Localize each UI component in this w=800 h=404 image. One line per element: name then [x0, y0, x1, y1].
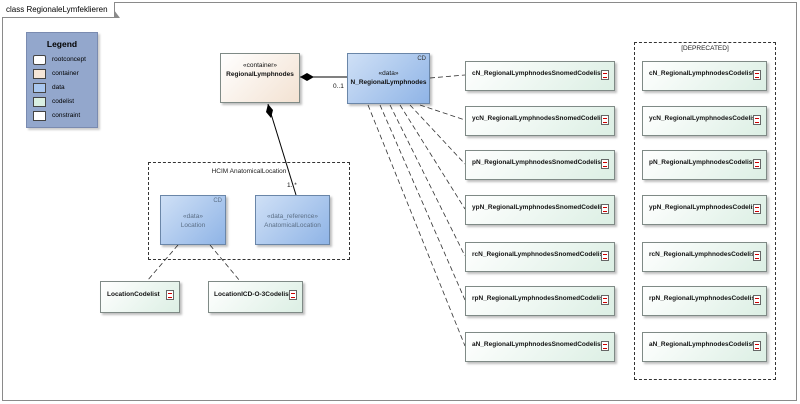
- codelist-box[interactable]: pN_RegionalLymphnodesSnomedCodelist: [465, 150, 615, 180]
- legend-swatch: [33, 111, 46, 121]
- codelist-icon: [601, 115, 609, 125]
- codelist-name: ypN_RegionalLymphnodesSnomedCodelist: [472, 204, 607, 211]
- location-stereotype: «data»: [183, 213, 203, 220]
- codelist-icon: [753, 251, 761, 261]
- codelist-icon: [601, 341, 609, 351]
- codelist-icon: [601, 251, 609, 261]
- location-codelist-box[interactable]: LocationCodelist: [100, 281, 180, 313]
- codelist-box[interactable]: cN_RegionalLymphnodesSnomedCodelist: [465, 61, 615, 91]
- codelist-name: rpN_RegionalLymphnodesCodelist: [649, 295, 758, 302]
- codelist-name: LocationICD-O-3Codelist: [214, 291, 291, 298]
- codelist-icon: [753, 70, 761, 80]
- multiplicity-data: 0..1: [333, 83, 344, 90]
- anatomical-stereotype: «data_reference»: [267, 213, 318, 220]
- codelist-icon: [166, 290, 174, 300]
- container-name: RegionalLymphnodes: [226, 71, 294, 78]
- location-icd-codelist-box[interactable]: LocationICD-O-3Codelist: [208, 281, 303, 313]
- codelist-box[interactable]: rpN_RegionalLymphnodesSnomedCodelist: [465, 286, 615, 316]
- codelist-name: rpN_RegionalLymphnodesSnomedCodelist: [472, 295, 606, 302]
- data-stereotype: «data»: [378, 70, 399, 77]
- dependency-connectors: [146, 74, 466, 347]
- diagram-title: class RegionaleLymfeklieren: [2, 2, 120, 18]
- legend-title: Legend: [46, 39, 78, 49]
- deprecated-title: [DEPRECATED]: [681, 45, 729, 52]
- data-reference-anatomical-location[interactable]: «data_reference» AnatomicalLocation: [255, 195, 330, 245]
- cd-badge: CD: [213, 198, 222, 204]
- codelist-box[interactable]: rcN_RegionalLymphnodesSnomedCodelist: [465, 242, 615, 272]
- codelist-icon: [601, 204, 609, 214]
- hcim-title: HCIM AnatomicalLocation: [211, 168, 287, 175]
- codelist-icon: [753, 115, 761, 125]
- legend: Legend rootconcept container data codeli…: [26, 32, 98, 128]
- deprecated-codelist-box[interactable]: pN_RegionalLymphnodesCodelist: [642, 150, 767, 180]
- location-name: Location: [180, 222, 206, 229]
- codelist-box[interactable]: aN_RegionalLymphnodesSnomedCodelist: [465, 332, 615, 362]
- codelist-name: cN_RegionalLymphnodesCodelist: [649, 70, 755, 77]
- multiplicity-anatomical: 1..*: [287, 182, 297, 189]
- codelist-icon: [753, 341, 761, 351]
- codelist-name: rcN_RegionalLymphnodesCodelist: [649, 251, 757, 258]
- codelist-name: aN_RegionalLymphnodesSnomedCodelist: [472, 341, 603, 348]
- codelist-name: cN_RegionalLymphnodesSnomedCodelist: [472, 70, 603, 77]
- deprecated-codelist-box[interactable]: ypN_RegionalLymphnodesCodelist: [642, 195, 767, 225]
- composition-diamond: [300, 73, 314, 81]
- codelist-icon: [601, 70, 609, 80]
- codelist-icon: [289, 290, 297, 300]
- anatomical-name: AnatomicalLocation: [264, 222, 321, 229]
- deprecated-codelist-box[interactable]: cN_RegionalLymphnodesCodelist: [642, 61, 767, 91]
- data-location[interactable]: CD «data» Location: [160, 195, 226, 245]
- deprecated-codelist-box[interactable]: rpN_RegionalLymphnodesCodelist: [642, 286, 767, 316]
- hcim-anatomical-location-group: HCIM AnatomicalLocation: [148, 162, 350, 260]
- codelist-name: pN_RegionalLymphnodesCodelist: [649, 159, 755, 166]
- legend-swatch: [33, 69, 46, 79]
- codelist-name: aN_RegionalLymphnodesCodelist: [649, 341, 755, 348]
- legend-swatch: [33, 97, 46, 107]
- codelist-name: ycN_RegionalLymphnodesSnomedCodelist: [472, 115, 607, 122]
- codelist-name: rcN_RegionalLymphnodesSnomedCodelist: [472, 251, 606, 258]
- codelist-icon: [753, 204, 761, 214]
- deprecated-codelist-box[interactable]: ycN_RegionalLymphnodesCodelist: [642, 106, 767, 136]
- codelist-box[interactable]: ypN_RegionalLymphnodesSnomedCodelist: [465, 195, 615, 225]
- data-n-regional-lymphnodes[interactable]: CD «data» N_RegionalLymphnodes: [347, 53, 430, 104]
- codelist-icon: [753, 159, 761, 169]
- container-anatomical-connector: [267, 103, 297, 196]
- codelist-icon: [601, 295, 609, 305]
- legend-swatch: [33, 55, 46, 65]
- codelist-name: ypN_RegionalLymphnodesCodelist: [649, 204, 759, 211]
- legend-swatch: [33, 83, 46, 93]
- codelist-name: LocationCodelist: [107, 291, 160, 298]
- deprecated-group: [DEPRECATED]: [634, 42, 776, 380]
- codelist-name: pN_RegionalLymphnodesSnomedCodelist: [472, 159, 604, 166]
- deprecated-codelist-box[interactable]: rcN_RegionalLymphnodesCodelist: [642, 242, 767, 272]
- container-stereotype: «container»: [243, 62, 277, 69]
- data-name: N_RegionalLymphnodes: [350, 79, 427, 86]
- codelist-name: ycN_RegionalLymphnodesCodelist: [649, 115, 758, 122]
- codelist-icon: [601, 159, 609, 169]
- codelist-icon: [753, 295, 761, 305]
- codelist-box[interactable]: ycN_RegionalLymphnodesSnomedCodelist: [465, 106, 615, 136]
- deprecated-codelist-box[interactable]: aN_RegionalLymphnodesCodelist: [642, 332, 767, 362]
- container-regional-lymphnodes[interactable]: «container» RegionalLymphnodes: [220, 53, 300, 103]
- composition-diamond-2: [266, 104, 273, 118]
- cd-badge: CD: [417, 56, 426, 62]
